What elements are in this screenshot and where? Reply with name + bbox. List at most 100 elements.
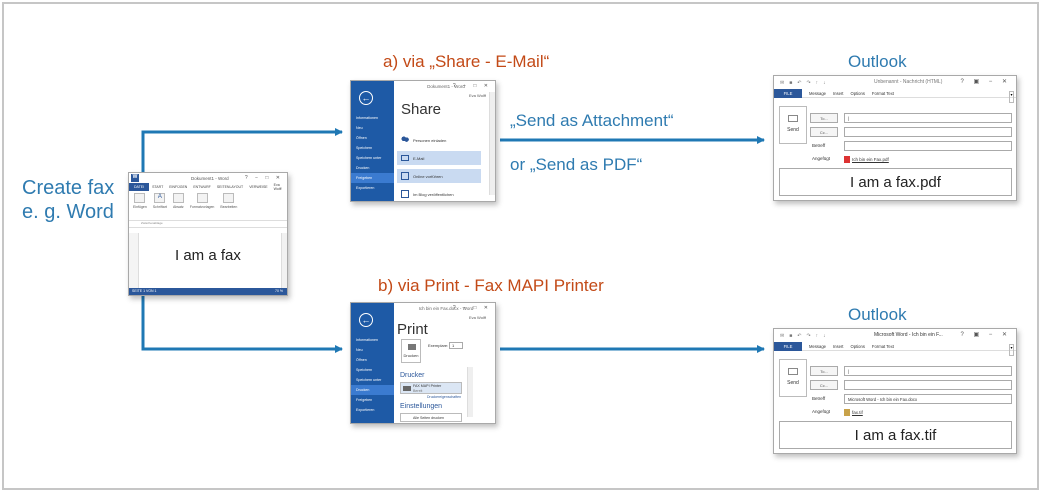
attachment-pdf[interactable]: Ich bin ein Fax.pdf <box>844 156 889 163</box>
back-arrow-icon[interactable]: ← <box>359 91 373 105</box>
nav-oeffnen[interactable]: Öffnen <box>356 358 367 362</box>
window-controls-icon[interactable]: ? ▣ − ✕ <box>960 79 1011 85</box>
up-icon[interactable]: ↑ <box>815 79 819 86</box>
nav-drucken[interactable]: Drucken <box>351 385 394 395</box>
tab-format-text[interactable]: Format Text <box>871 343 894 349</box>
nav-speichern-unter[interactable]: Speichern unter <box>356 156 382 160</box>
tab-datei[interactable]: DATEI <box>129 183 150 191</box>
to-button[interactable]: To... <box>810 113 838 123</box>
print-button[interactable]: Drucken <box>401 339 421 363</box>
tab-options[interactable]: Options <box>850 343 865 349</box>
ribbon-paste-button[interactable]: Einfügen <box>133 193 147 218</box>
tab-file[interactable]: FILE <box>774 88 802 98</box>
tab-format-text[interactable]: Format Text <box>871 90 894 96</box>
send-attachment-label: „Send as Attachment“ <box>510 111 674 130</box>
down-icon[interactable]: ↓ <box>823 332 826 339</box>
nav-drucken[interactable]: Drucken <box>356 166 370 170</box>
nav-neu[interactable]: Neu <box>356 126 363 130</box>
create-fax-label: Create fax e. g. Word <box>22 176 114 224</box>
ribbon-paragraph-button[interactable]: Absatz <box>172 193 184 218</box>
window-controls-icon[interactable]: ? − □ ✕ <box>452 305 491 311</box>
subject-field[interactable]: Microsoft Word - Ich bin ein Fax.docx <box>844 394 1012 404</box>
tab-file[interactable]: FILE <box>774 341 802 351</box>
to-field[interactable]: | <box>844 366 1012 376</box>
mail-icon: ✉ <box>780 79 785 86</box>
settings-select[interactable]: Alle Seiten drucken <box>400 413 462 422</box>
word-zoom-level[interactable]: 70 % <box>275 289 283 293</box>
word-scrollbar[interactable] <box>281 233 287 288</box>
share-post-to-blog[interactable]: Im Blog veröffentlichen <box>397 187 481 201</box>
share-present-online[interactable]: Online vorführen <box>397 169 481 183</box>
tab-insert[interactable]: Insert <box>833 343 844 349</box>
copies-input[interactable]: 1 <box>449 342 463 349</box>
to-field[interactable]: | <box>844 113 1012 123</box>
send-button[interactable]: Send <box>779 106 807 144</box>
cc-button[interactable]: Cc... <box>810 380 838 390</box>
word-page[interactable]: I am a fax <box>145 233 277 288</box>
subject-field[interactable] <box>844 141 1012 151</box>
undo-icon[interactable]: ↶ <box>797 79 802 86</box>
undo-icon[interactable]: ↶ <box>797 332 802 339</box>
nav-speichern[interactable]: Speichern <box>356 368 373 372</box>
word-ribbon-tabs: DATEI START EINFÜGEN ENTWURF SEITENLAYOU… <box>129 183 287 191</box>
back-arrow-icon[interactable]: ← <box>359 313 373 327</box>
send-button[interactable]: Send <box>779 359 807 397</box>
printer-properties-link[interactable]: Druckereigenschaften <box>427 395 462 399</box>
save-icon[interactable]: ■ <box>789 79 793 86</box>
printer-select[interactable]: FAX MAPI Printer Bereit <box>400 382 462 394</box>
message-body-text: I am a fax.tif <box>854 427 937 444</box>
share-user: Eva Wolff <box>469 93 486 98</box>
tab-entwurf[interactable]: ENTWURF <box>193 185 211 189</box>
ribbon-edit-button[interactable]: Bearbeiten <box>220 193 237 218</box>
cc-button[interactable]: Cc... <box>810 127 838 137</box>
window-controls-icon[interactable]: ? − □ ✕ <box>452 83 491 89</box>
nav-exportieren[interactable]: Exportieren <box>356 186 375 190</box>
tab-options[interactable]: Options <box>850 90 865 96</box>
attached-label: Angefügt <box>812 156 831 161</box>
save-icon[interactable]: ■ <box>789 332 793 339</box>
tab-message[interactable]: Message <box>809 343 826 349</box>
nav-informationen[interactable]: Informationen <box>356 338 378 342</box>
print-doc-title: Ich bin ein Fax.docx - Word <box>418 306 474 311</box>
cc-field[interactable] <box>844 127 1012 137</box>
ribbon-expand-icon[interactable]: ▾ <box>1009 91 1014 103</box>
message-body[interactable]: I am a fax.tif <box>779 421 1012 449</box>
outlook-titlebar: ✉ ■ ↶ ↷ ↑ ↓ Unbenannt - Nachricht (HTML)… <box>774 76 1016 89</box>
tab-seitenlayout[interactable]: SEITENLAYOUT <box>216 185 244 189</box>
down-icon[interactable]: ↓ <box>823 79 826 86</box>
ribbon-expand-icon[interactable]: ▾ <box>1009 344 1014 356</box>
nav-freigeben[interactable]: Freigeben <box>351 173 394 183</box>
tab-user[interactable]: Eva Wolff <box>273 183 282 191</box>
word-page-text: I am a fax <box>175 247 241 264</box>
nav-freigeben[interactable]: Freigeben <box>356 398 373 402</box>
attachment-tif[interactable]: fax.tif <box>844 409 863 416</box>
share-email[interactable]: E-Mail <box>397 151 481 165</box>
tab-einfuegen[interactable]: EINFÜGEN <box>169 185 188 189</box>
print-scrollbar[interactable] <box>467 367 473 417</box>
window-controls-icon[interactable]: ? ▣ − ✕ <box>960 332 1011 338</box>
tab-message[interactable]: Message <box>809 90 826 96</box>
tab-verweise[interactable]: VERWEISE <box>249 185 268 189</box>
redo-icon[interactable]: ↷ <box>806 79 811 86</box>
share-invite-people[interactable]: Personen einladen <box>397 133 481 147</box>
ribbon-styles-button[interactable]: Formatvorlagen <box>190 193 214 218</box>
nav-oeffnen[interactable]: Öffnen <box>356 136 367 140</box>
message-body[interactable]: I am a fax.pdf <box>779 168 1012 196</box>
nav-neu[interactable]: Neu <box>356 348 363 352</box>
to-button[interactable]: To... <box>810 366 838 376</box>
print-heading: Print <box>397 321 428 338</box>
people-icon <box>401 136 409 144</box>
up-icon[interactable]: ↑ <box>815 332 819 339</box>
nav-speichern-unter[interactable]: Speichern unter <box>356 378 382 382</box>
window-controls-icon[interactable]: ? − □ ✕ <box>244 175 283 181</box>
tab-insert[interactable]: Insert <box>833 90 844 96</box>
tab-start[interactable]: START <box>152 185 164 189</box>
share-scrollbar[interactable] <box>489 92 495 195</box>
attached-label: Angefügt <box>812 409 831 414</box>
nav-speichern[interactable]: Speichern <box>356 146 373 150</box>
nav-exportieren[interactable]: Exportieren <box>356 408 375 412</box>
redo-icon[interactable]: ↷ <box>806 332 811 339</box>
cc-field[interactable] <box>844 380 1012 390</box>
nav-informationen[interactable]: Informationen <box>356 116 378 120</box>
